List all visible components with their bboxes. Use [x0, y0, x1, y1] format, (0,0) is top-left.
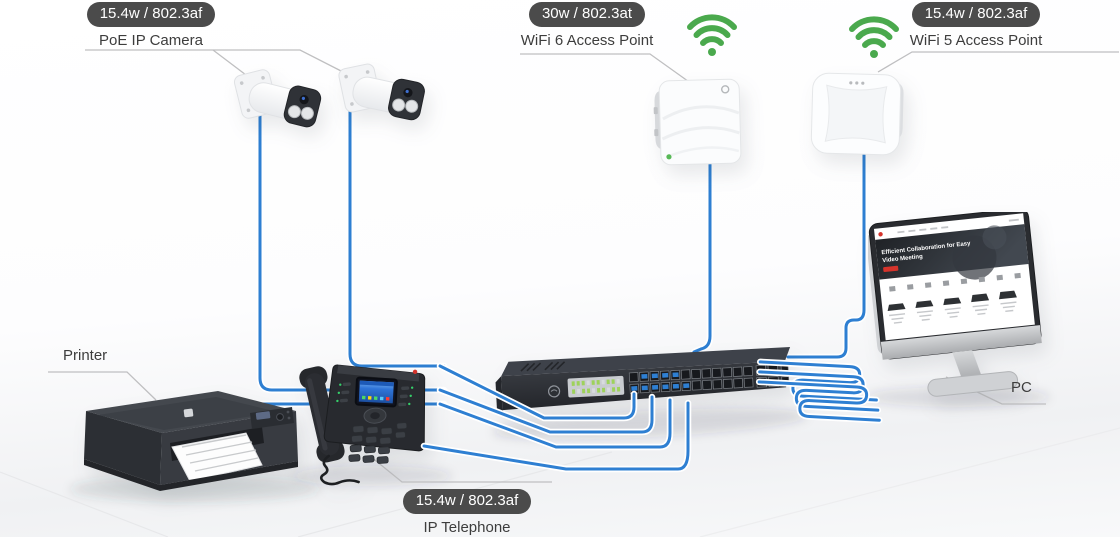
- wifi5-leader-line: [877, 51, 1119, 73]
- ip-telephone: [299, 364, 426, 486]
- pc-screen-webpage: Efficient Collaboration for Easy Video M…: [875, 218, 1029, 324]
- handset-cord: [319, 454, 360, 486]
- printed-paper: [171, 432, 263, 482]
- poe-camera-1: [233, 69, 322, 128]
- device-label: WiFi 6 Access Point: [520, 32, 654, 49]
- power-badge: 30w / 802.3at: [528, 2, 646, 27]
- hero-headline-line2: Video Meeting: [882, 254, 923, 264]
- brand-logo: [721, 85, 730, 94]
- camera-leader-line: [212, 49, 251, 79]
- wifi-signal-icon: [849, 16, 899, 58]
- line-keys: [336, 382, 414, 407]
- printer: [84, 391, 298, 491]
- phone-keypad: [348, 422, 408, 464]
- ethernet-cable-bundle-right: [757, 362, 882, 420]
- message-led: [412, 369, 418, 374]
- printer-label: Printer: [63, 347, 108, 364]
- printer-shadow: [70, 476, 320, 502]
- pc-stand-neck: [952, 350, 983, 380]
- power-badge: 15.4w / 802.3af: [911, 2, 1041, 27]
- status-led: [666, 154, 672, 160]
- power-badge: 15.4w / 802.3af: [86, 2, 216, 27]
- pc-chin: [880, 325, 1042, 360]
- brand-logo: [183, 408, 194, 418]
- power-badge: 15.4w / 802.3af: [402, 489, 532, 514]
- desk-edge-line: [699, 427, 1120, 537]
- camera-leader-line: [85, 49, 348, 75]
- ethernet-cable-bundle-left: [424, 366, 688, 469]
- wifi6-annotation: 30w / 802.3at WiFi 6 Access Point: [521, 2, 653, 49]
- phone-leader-line: [369, 455, 552, 483]
- device-label: PoE IP Camera: [99, 32, 203, 49]
- phone-shadow: [292, 466, 452, 486]
- pc-monitor: Efficient Collaboration for Easy Video M…: [868, 212, 1042, 397]
- wifi5-annotation: 15.4w / 802.3af WiFi 5 Access Point: [910, 2, 1042, 49]
- wifi6-access-point: [653, 78, 742, 166]
- desk-edge-line: [0, 471, 169, 537]
- phone-screen: [354, 376, 398, 408]
- printer-leader-line: [48, 371, 157, 401]
- wifi5-access-point: [810, 72, 904, 156]
- device-label: IP Telephone: [423, 519, 511, 536]
- switch-port-block: [628, 366, 754, 394]
- poe-camera-annotation: 15.4w / 802.3af PoE IP Camera: [86, 2, 216, 49]
- poe-camera-2: [338, 63, 425, 121]
- wifi-signal-icon: [687, 14, 737, 56]
- nav-cluster: [363, 407, 387, 424]
- printer-control-panel: [250, 407, 294, 429]
- wifi6-leader-line: [520, 53, 693, 85]
- ip-telephone-annotation: 15.4w / 802.3af IP Telephone: [402, 489, 532, 536]
- pc-stand-base: [927, 371, 1019, 397]
- pc-label: PC: [1011, 379, 1032, 396]
- switch-led-panel: [567, 375, 625, 398]
- device-label: WiFi 5 Access Point: [909, 32, 1043, 49]
- brand-logo: [547, 385, 561, 398]
- pc-shadow: [866, 387, 1050, 407]
